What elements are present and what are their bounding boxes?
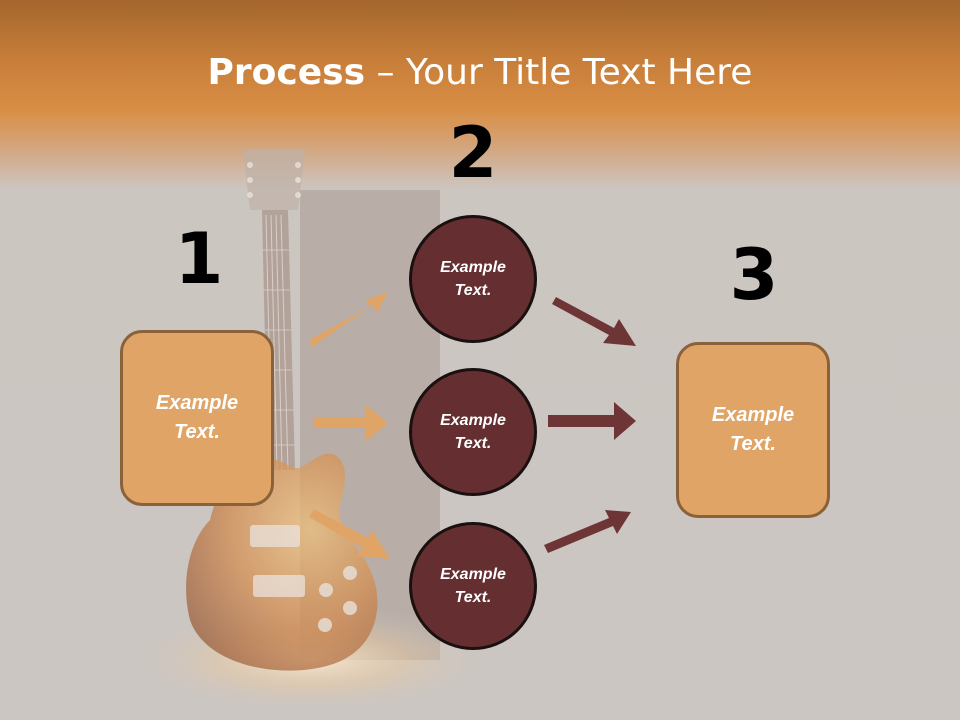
circle-bottom-line1: Example [440,566,506,583]
step-2-circle-middle[interactable]: Example Text. [409,368,537,496]
slide-title: Process – Your Title Text Here [0,52,960,93]
step-2-circle-top[interactable]: Example Text. [409,215,537,343]
arrow-maroon-middle [548,402,636,440]
title-rest: – Your Title Text Here [365,52,753,93]
step-3-text-line2: Text. [730,433,776,455]
circle-middle-line2: Text. [454,435,492,452]
arrow-orange-middle [314,405,388,441]
step-1-box[interactable]: Example Text. [120,330,274,506]
circle-bottom-line2: Text. [454,589,492,606]
arrow-maroon-up [544,510,631,553]
step-3-text-line1: Example [711,404,795,426]
circle-middle-line1: Example [440,412,506,429]
title-bold: Process [207,52,366,93]
step-2-circle-bottom[interactable]: Example Text. [409,522,537,650]
arrow-maroon-down [552,297,636,346]
arrow-orange-down [309,509,390,559]
circle-top-line1: Example [440,259,506,276]
step-1-text-line1: Example [155,392,239,414]
circle-top-line2: Text. [454,282,492,299]
step-1-text-line2: Text. [174,421,220,443]
arrow-orange-up [309,292,388,347]
step-3-box[interactable]: Example Text. [676,342,830,518]
step-number-1: 1 [174,218,224,300]
step-number-3: 3 [729,234,779,316]
step-number-2: 2 [448,112,498,194]
